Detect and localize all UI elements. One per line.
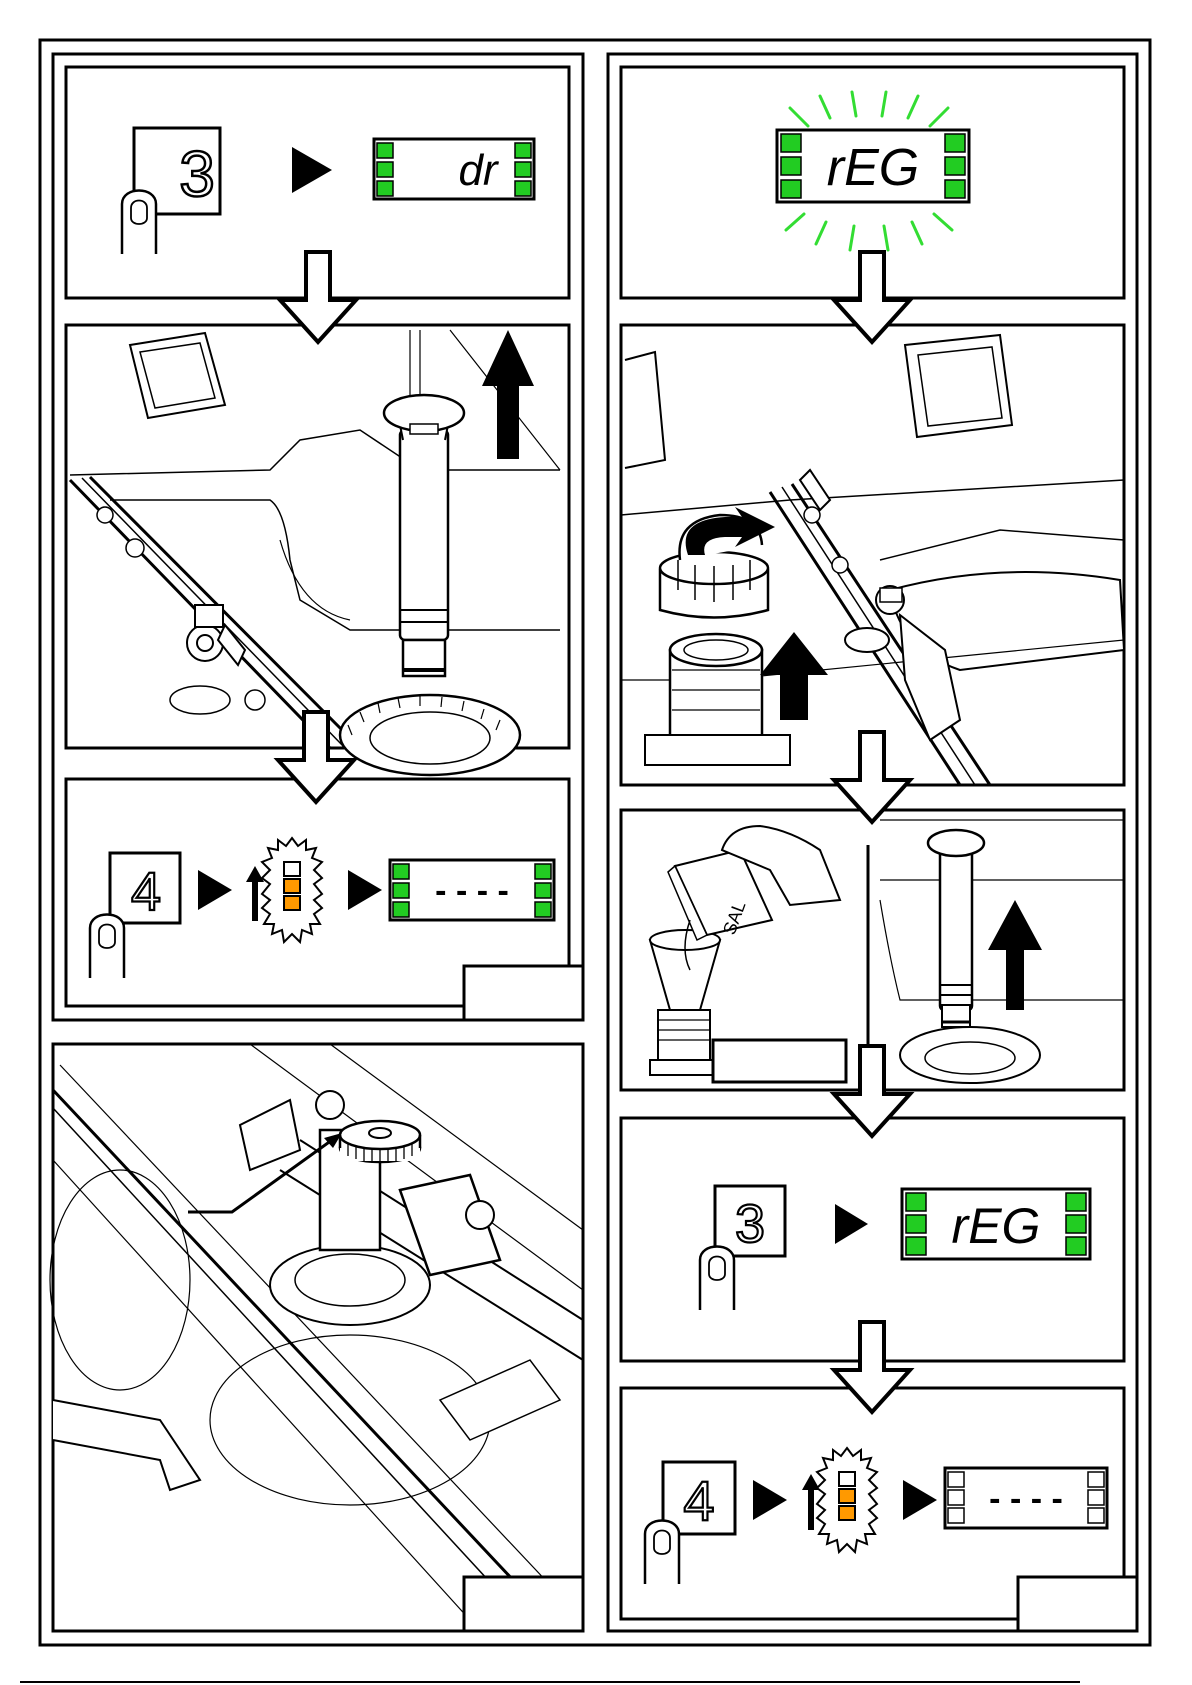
button-4-number: 4 — [131, 862, 161, 922]
finger-press-icon — [700, 1247, 734, 1311]
left-detail-illustration — [50, 1044, 583, 1631]
figure-label-box — [464, 1577, 583, 1631]
caption-box — [713, 1040, 846, 1082]
right-open-salt-cap-illustration — [621, 325, 1124, 785]
right-step-press-4-panel: 4 - - - - — [621, 1388, 1137, 1631]
left-step-press-4-panel: 4 - - - - — [66, 779, 583, 1020]
button-3-key: 3 — [715, 1186, 785, 1256]
figure-label-box — [464, 966, 583, 1020]
button-3-number: 3 — [179, 138, 215, 210]
button-3-number: 3 — [735, 1194, 765, 1254]
lcd-display: - - - - — [390, 860, 554, 920]
lcd-text: - - - - — [435, 872, 509, 910]
figure-label-box — [1018, 1577, 1137, 1631]
lcd-text: dr — [458, 146, 499, 195]
finger-press-icon — [645, 1521, 679, 1585]
left-lift-pipe-illustration — [66, 325, 569, 775]
button-4-number: 4 — [683, 1469, 714, 1532]
finger-press-icon — [122, 191, 156, 255]
lcd-text: - - - - — [989, 1480, 1063, 1518]
lcd-display: rEG — [902, 1189, 1090, 1259]
lcd-display: dr — [374, 139, 534, 199]
lcd-text: rEG — [827, 139, 919, 197]
lcd-text: rEG — [952, 1198, 1041, 1254]
finger-press-icon — [90, 915, 124, 979]
button-4-key: 4 — [110, 853, 180, 923]
lcd-display: - - - - — [945, 1468, 1107, 1528]
lcd-display: rEG — [777, 130, 969, 202]
